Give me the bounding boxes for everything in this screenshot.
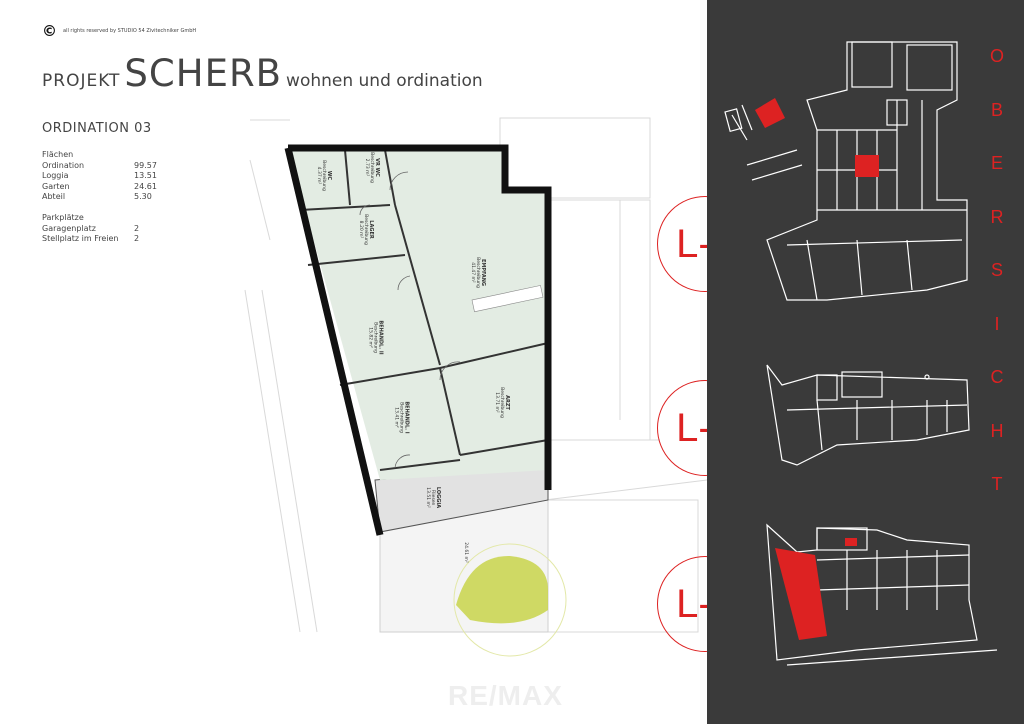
- title-main: SCHERB: [124, 52, 283, 95]
- title-prefix: PROJEKT: [42, 71, 121, 91]
- tree-canopy: [453, 543, 567, 657]
- copyright-icon: ©: [42, 22, 57, 40]
- tree-icon: [456, 555, 548, 624]
- remax-watermark: RE/MAX: [448, 680, 563, 711]
- floor-plan: [244, 117, 707, 657]
- unit-heading: ORDINATION 03: [42, 121, 152, 136]
- counter: [471, 285, 544, 313]
- key-plans: [724, 41, 998, 666]
- highlight-l1-garage: [755, 98, 785, 128]
- interior-walls: [299, 149, 549, 471]
- title-suffix: wohnen und ordination: [286, 71, 483, 91]
- key-plan-l2: [766, 364, 970, 466]
- doors: [359, 171, 461, 469]
- room-label-garden: 24.61 m²: [462, 542, 468, 563]
- highlight-l1-storage: [855, 155, 879, 177]
- copyright: © all rights reserved by STUDIO 54 Zivit…: [42, 22, 196, 40]
- highlight-l3-unit: [775, 548, 827, 640]
- plan-sheet: © all rights reserved by STUDIO 54 Zivit…: [42, 22, 707, 711]
- areas-title: Flächen: [42, 150, 74, 159]
- unit-highlights: [755, 98, 879, 640]
- key-plan-l3: [766, 523, 998, 666]
- unit-floor: [288, 148, 548, 480]
- copyright-text: all rights reserved by STUDIO 54 Zivitec…: [63, 28, 197, 34]
- parking-title: Parkplätze: [42, 213, 84, 222]
- highlight-l3-room: [845, 538, 857, 546]
- key-plan-panel: [707, 0, 1024, 724]
- vertical-label: O B E R S I C H T: [989, 46, 1004, 494]
- exterior-walls: [284, 144, 552, 536]
- key-plan-l1: [724, 41, 968, 301]
